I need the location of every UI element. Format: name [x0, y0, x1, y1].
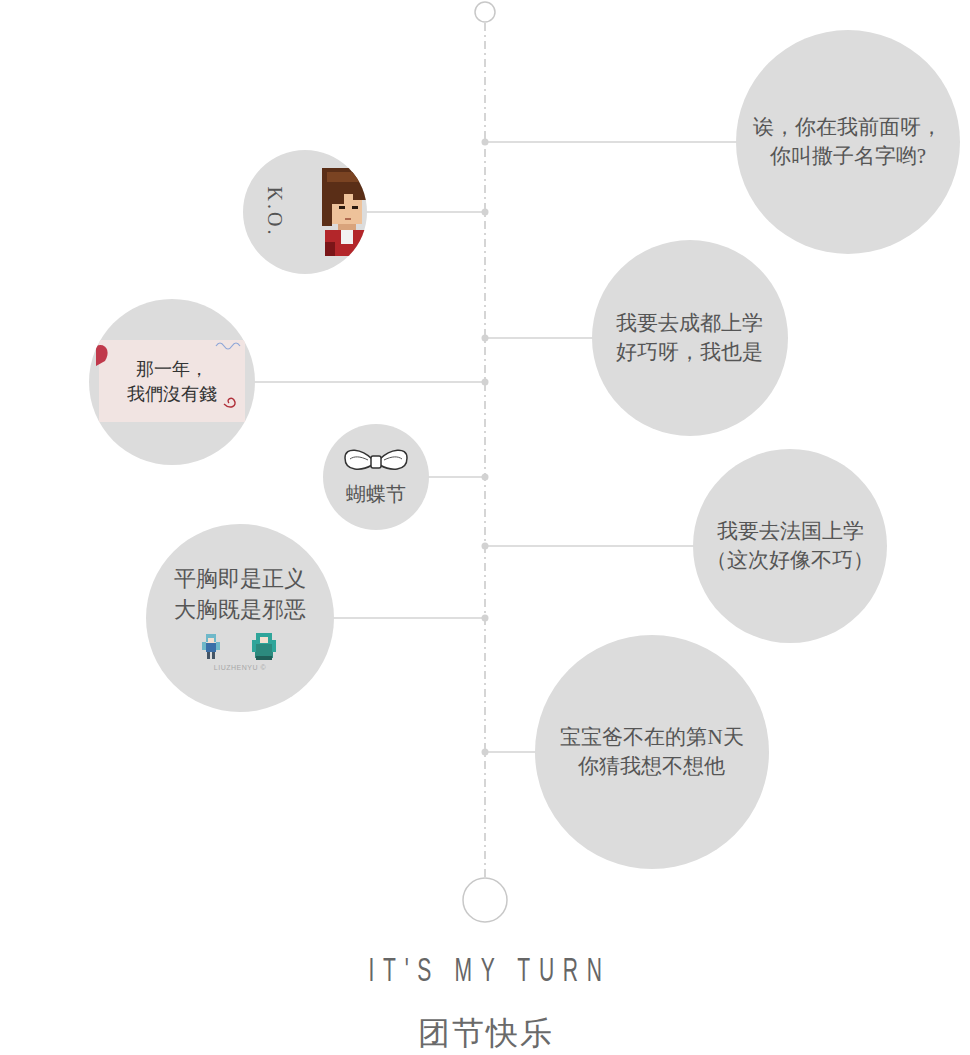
portrait-pixel [341, 230, 353, 244]
node-text: 我要去成都上学 好巧呀，我也是 [613, 309, 766, 368]
label-row: 团节快乐 [0, 1016, 970, 1051]
sprite-pixel [255, 644, 273, 658]
photo-heart [96, 345, 108, 366]
speech-circle: 诶，你在我前面呀， 你叫撒子名字哟? [736, 30, 960, 254]
circle-fill [146, 524, 334, 712]
circle-shape [693, 449, 887, 643]
tagline: IT'S MY TURN [360, 952, 611, 986]
portrait-pixel [332, 194, 344, 204]
node-content: 我要去成都上学 好巧呀，我也是 [592, 240, 788, 436]
circle-shape [323, 424, 429, 530]
node-text: 蝴蝶节 [346, 480, 406, 508]
sprite-pixel [206, 634, 216, 642]
circle-fill [693, 449, 887, 643]
timeline-dot [482, 474, 489, 481]
portrait-pixel [325, 242, 335, 256]
portrait-pixel [339, 206, 345, 209]
circle-fill [323, 424, 429, 530]
watermark: LIUZHENYU © [214, 664, 266, 672]
timeline-dot [482, 749, 489, 756]
speech-circle: 我要去成都上学 好巧呀，我也是 [592, 240, 788, 436]
timeline-dot [482, 543, 489, 550]
portrait-pixel [325, 230, 367, 256]
circle-art [322, 168, 367, 256]
sprite-pixel [207, 652, 210, 659]
sprite-pixel [202, 642, 206, 650]
sprite-pixel [212, 652, 215, 659]
node-text: 诶，你在我前面呀， 你叫撒子名字哟? [750, 113, 945, 172]
bow-circle: 蝴蝶节 [323, 424, 429, 530]
node-content: 平胸即是正义 大胸既是邪恶 LIUZHENYU © [146, 524, 334, 712]
node-content: K.O. [243, 150, 367, 274]
portrait-pixel [338, 224, 356, 230]
circle-shape [736, 30, 960, 254]
sprite-pixel [272, 640, 276, 652]
node-content: 诶，你在我前面呀， 你叫撒子名字哟? [736, 30, 960, 254]
circle-fill [535, 635, 769, 869]
circle-fill [243, 150, 367, 274]
timeline-dot [482, 379, 489, 386]
portrait-pixel [332, 194, 362, 224]
node-text: K.O. [261, 187, 289, 238]
portrait-pixel [352, 206, 358, 209]
photo-circle: 那一年， 我們沒有錢 [89, 299, 255, 465]
sprite-pixel [206, 643, 216, 652]
timeline-dot [482, 615, 489, 622]
portrait-pixel [345, 218, 351, 220]
portrait-pixel [322, 200, 332, 226]
circle-shape [89, 299, 255, 465]
photo-swirl [224, 398, 235, 407]
timeline-start [475, 2, 495, 22]
circle-fill [736, 30, 960, 254]
timeline-dot [482, 209, 489, 216]
bow-knot [371, 456, 381, 468]
node-text: 宝宝爸不在的第N天 你猜我想不想他 [559, 723, 746, 782]
sprite-pixel [252, 640, 256, 652]
node-text: 那一年， 我們沒有錢 [126, 357, 218, 407]
portrait-pixel [353, 194, 362, 200]
sprite-pixel [260, 637, 268, 643]
sprite-circle: 平胸即是正义 大胸既是邪恶 LIUZHENYU © [146, 524, 334, 712]
pixel-sprites [190, 632, 290, 662]
circle-shape [535, 635, 769, 869]
portrait-circle: K.O. [243, 150, 367, 274]
portrait-pixel [327, 172, 362, 182]
sprite-pixel [256, 633, 272, 645]
sprite-pixel [208, 638, 214, 643]
node-content: 蝴蝶节 [323, 424, 429, 530]
circle-art [96, 340, 245, 422]
photo-paper [99, 340, 245, 422]
speech-circle: 宝宝爸不在的第N天 你猜我想不想他 [535, 635, 769, 869]
speech-circle: 我要去法国上学 （这次好像不巧） [693, 449, 887, 643]
circle-fill [592, 240, 788, 436]
node-content: 宝宝爸不在的第N天 你猜我想不想他 [535, 635, 769, 869]
sprite-pixel [216, 642, 220, 650]
greeting-caption: 团节快乐 [416, 1016, 554, 1051]
bow-icon [343, 446, 409, 478]
timeline-dot [482, 335, 489, 342]
node-text: 我要去法国上学 （这次好像不巧） [705, 517, 875, 576]
timeline-end [463, 878, 507, 922]
circle-shape [592, 240, 788, 436]
node-content: 我要去法国上学 （这次好像不巧） [693, 449, 887, 643]
photo-scribble [216, 343, 240, 349]
sprite-pixel [256, 656, 272, 660]
circle-shape [243, 150, 367, 274]
label-row: IT'S MY TURN [0, 952, 970, 986]
node-content: 那一年， 我們沒有錢 [89, 299, 255, 465]
timeline-dot [482, 139, 489, 146]
node-text: 平胸即是正义 大胸既是邪恶 [171, 564, 310, 626]
circle-fill [89, 299, 255, 465]
